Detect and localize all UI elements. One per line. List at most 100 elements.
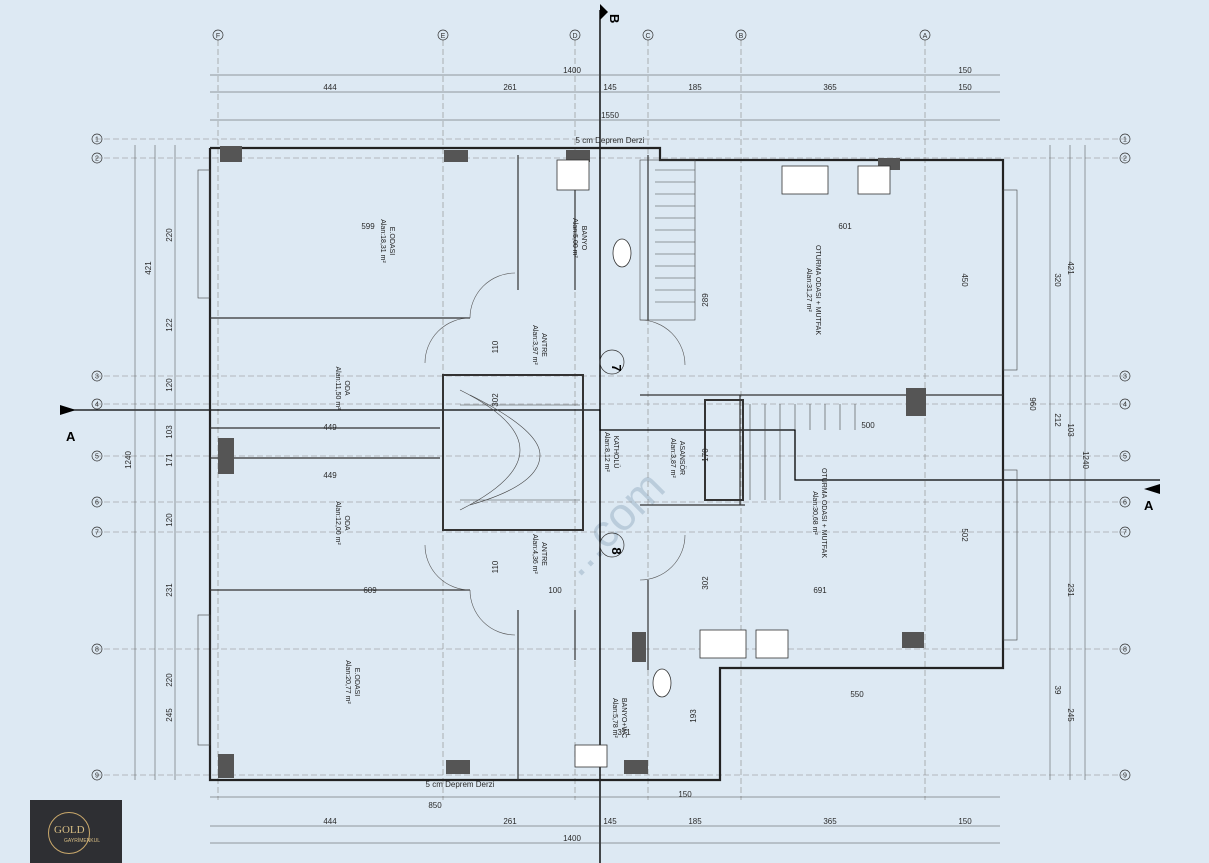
dim-interior: 550 xyxy=(850,690,864,699)
room-area: Alan:5,78 m² xyxy=(611,698,618,738)
dim-interior: 302 xyxy=(701,576,710,590)
dim-right-inner: 231 xyxy=(1066,583,1075,597)
dim-interior: 449 xyxy=(323,471,337,480)
axis-left-bubble xyxy=(91,526,103,538)
windows xyxy=(197,169,1018,746)
axis-left-bubble xyxy=(91,769,103,781)
axis-left-label: 4 xyxy=(95,402,99,409)
axis-b-label: B xyxy=(607,14,622,23)
dim-bottom-segment: 150 xyxy=(958,817,972,826)
dim-right-inner: 212 xyxy=(1053,413,1062,427)
axis-top-label: D xyxy=(572,33,577,40)
dim-top-segment: 444 xyxy=(323,83,337,92)
room-area: Alan:3,97 m² xyxy=(531,325,538,365)
dim-left-inner: 245 xyxy=(165,708,174,722)
axis-right-label: 5 xyxy=(1123,454,1127,461)
dim-interior: 302 xyxy=(491,393,500,407)
axis-top-bubble xyxy=(569,29,581,41)
axis-left-label: 3 xyxy=(95,374,99,381)
axis-right-label: 1 xyxy=(1123,137,1127,144)
door-arcs xyxy=(424,272,686,636)
dim-top-segment: 365 xyxy=(823,83,837,92)
dim-interior: 609 xyxy=(363,586,377,595)
room-name: KATHOLÜ xyxy=(612,436,620,469)
dim-interior: 289 xyxy=(701,293,710,307)
dim-interior: 599 xyxy=(361,222,375,231)
room-name: E.ODASI xyxy=(388,227,395,255)
axis-left-label: 2 xyxy=(95,156,99,163)
axis-left-bubble xyxy=(91,152,103,164)
dim-top-segment: 261 xyxy=(503,83,517,92)
company-logo: GOLD GAYRİMENKUL xyxy=(30,800,122,863)
dim-interior: 110 xyxy=(491,340,500,353)
axis-left-bubble xyxy=(91,450,103,462)
axis-lines xyxy=(95,40,1130,800)
dim-bottom-segment: 185 xyxy=(688,817,702,826)
axis-right-label: 4 xyxy=(1123,402,1127,409)
room-area: Alan:3,87 m² xyxy=(669,438,676,478)
axis-right-bubble xyxy=(1119,398,1131,410)
room-area: Alan:18,31 m² xyxy=(379,219,386,263)
dim-left-outer: 1240 xyxy=(124,451,133,469)
axis-top-bubble xyxy=(642,29,654,41)
dim-bottom-right: 150 xyxy=(678,790,692,799)
axis-left-label: 7 xyxy=(95,530,99,537)
room-name: BANYO+WC xyxy=(620,698,627,738)
dim-bottom-segment: 365 xyxy=(823,817,837,826)
section-label-left: A xyxy=(66,429,76,444)
dim-left-inner: 171 xyxy=(165,453,174,467)
room-name: ODA xyxy=(343,380,350,396)
dim-left-outer: 421 xyxy=(144,261,153,275)
axis-left-bubble xyxy=(91,496,103,508)
unit-number: 8 xyxy=(609,547,624,554)
dim-left-inner: 103 xyxy=(165,425,174,439)
deprem-label-top: 5 cm Deprem Derzi xyxy=(576,136,645,145)
axis-top-label: E xyxy=(441,33,446,40)
dim-top-total: 1400 xyxy=(563,66,581,75)
axis-right-label: 3 xyxy=(1123,374,1127,381)
dim-right-inner: 450 xyxy=(960,273,969,287)
axis-top-bubble xyxy=(212,29,224,41)
dim-top-segment: 150 xyxy=(958,83,972,92)
axis-right-bubble xyxy=(1119,450,1131,462)
dim-left-inner: 120 xyxy=(165,378,174,392)
dim-right-outer: 421 xyxy=(1066,261,1075,275)
dim-top-right: 150 xyxy=(958,66,972,75)
axis-top-bubble xyxy=(735,29,747,41)
room-name: E.ODASI xyxy=(353,668,360,696)
logo-text-main: GOLD xyxy=(54,824,85,836)
room-name: ANTRE xyxy=(540,333,547,357)
dim-left-inner: 220 xyxy=(165,673,174,687)
dim-right-outer: 960 xyxy=(1028,397,1037,411)
dim-right-inner: 103 xyxy=(1066,423,1075,437)
dimension-lines xyxy=(134,74,1086,844)
section-arrow-right xyxy=(1144,484,1160,494)
axis-top-label: C xyxy=(645,33,650,40)
room-name: ODA xyxy=(343,515,350,531)
dim-bottom-overall: 1400 xyxy=(563,834,581,843)
room-area: Alan:5,00 m² xyxy=(571,218,578,258)
dim-bottom-segment: 261 xyxy=(503,817,517,826)
room-name: ANTRE xyxy=(540,542,547,566)
columns xyxy=(218,146,926,778)
room-name: ASANSÖR xyxy=(678,441,686,475)
axis-right-label: 2 xyxy=(1123,156,1127,163)
dim-left-inner: 122 xyxy=(165,318,174,332)
unit-number-circle xyxy=(599,349,625,375)
axis-left-label: 1 xyxy=(95,137,99,144)
dim-left-inner: 220 xyxy=(165,228,174,242)
dim-interior: 691 xyxy=(813,586,827,595)
dim-right-inner: 245 xyxy=(1066,708,1075,722)
axis-right-label: 8 xyxy=(1123,647,1127,654)
dim-left-inner: 120 xyxy=(165,513,174,527)
axis-b-arrow xyxy=(600,4,608,20)
dim-top-segment: 145 xyxy=(603,83,617,92)
axis-right-label: 6 xyxy=(1123,500,1127,507)
dim-interior: 500 xyxy=(861,421,875,430)
dim-top-segment: 185 xyxy=(688,83,702,92)
axis-right-label: 7 xyxy=(1123,530,1127,537)
room-area: Alan:31,27 m² xyxy=(805,268,812,312)
axis-left-label: 9 xyxy=(95,773,99,780)
fixtures xyxy=(556,159,891,768)
